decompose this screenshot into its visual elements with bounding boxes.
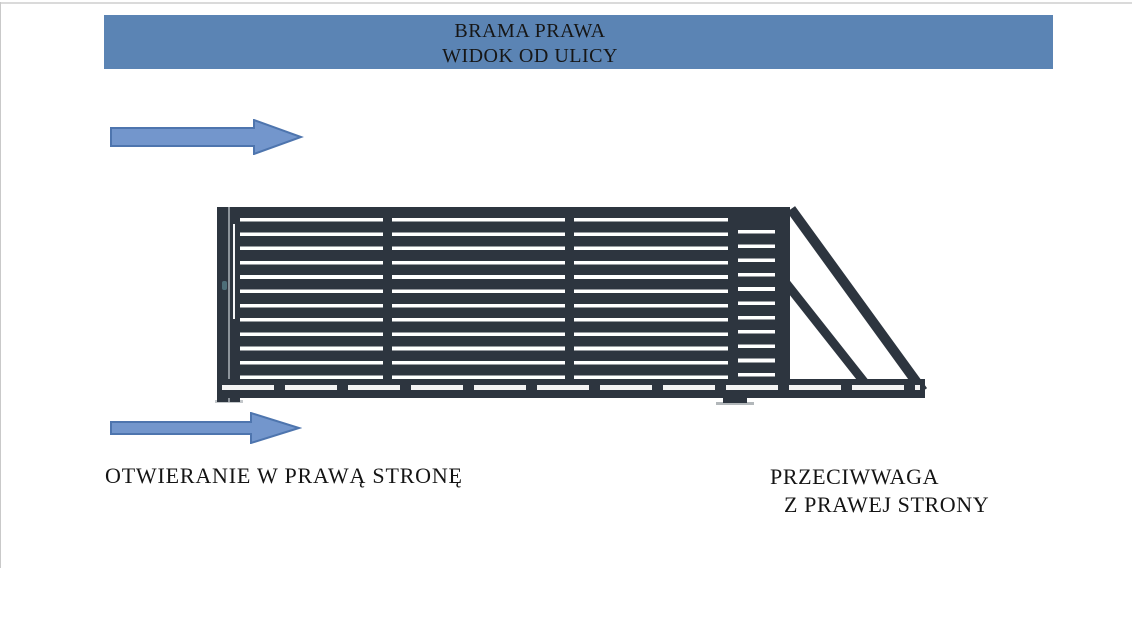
left-post-highlight <box>228 207 230 402</box>
gate-slats-main <box>240 218 738 379</box>
gate-slats-end-panel <box>738 230 775 379</box>
gate-mullion-2 <box>565 207 574 379</box>
counterweight-label-line-1: PRZECIWWAGA <box>770 464 940 489</box>
counterweight-truss <box>782 206 928 394</box>
truss-diagonal-outer <box>786 206 928 394</box>
open-direction-arrow-top <box>110 118 304 156</box>
opening-direction-label: OTWIERANIE W PRAWĄ STRONĘ <box>105 463 463 488</box>
top-divider-line <box>0 2 1132 4</box>
title-line-1: BRAMA PRAWA <box>454 20 606 42</box>
counterweight-label: PRZECIWWAGA Z PRAWEJ STRONY <box>770 463 989 518</box>
gate-left-post <box>217 207 240 402</box>
open-direction-arrow-bottom <box>110 411 303 445</box>
gate-mullion-3 <box>728 207 738 379</box>
right-arrow-icon <box>110 411 303 445</box>
left-edge-line <box>0 2 1 568</box>
title-banner <box>104 15 1053 69</box>
left-post-rod <box>233 224 235 319</box>
gate-roller-pad <box>716 402 754 405</box>
gate-right-post <box>775 207 790 398</box>
counterweight-label-line-2: Z PRAWEJ STRONY <box>784 491 990 517</box>
page-title: BRAMA PRAWA WIDOK OD ULICY <box>104 19 956 69</box>
gate-top-rail <box>217 207 790 218</box>
gate-bottom-rail <box>217 379 925 398</box>
bottom-rail-dashes <box>222 385 920 390</box>
gate-roller-foot <box>723 398 747 403</box>
title-line-2: WIDOK OD ULICY <box>442 45 618 67</box>
truss-diagonal-inner <box>782 280 869 386</box>
lock-icon <box>222 281 227 290</box>
gate-mullion-1 <box>383 207 392 379</box>
right-arrow-icon <box>110 118 304 156</box>
